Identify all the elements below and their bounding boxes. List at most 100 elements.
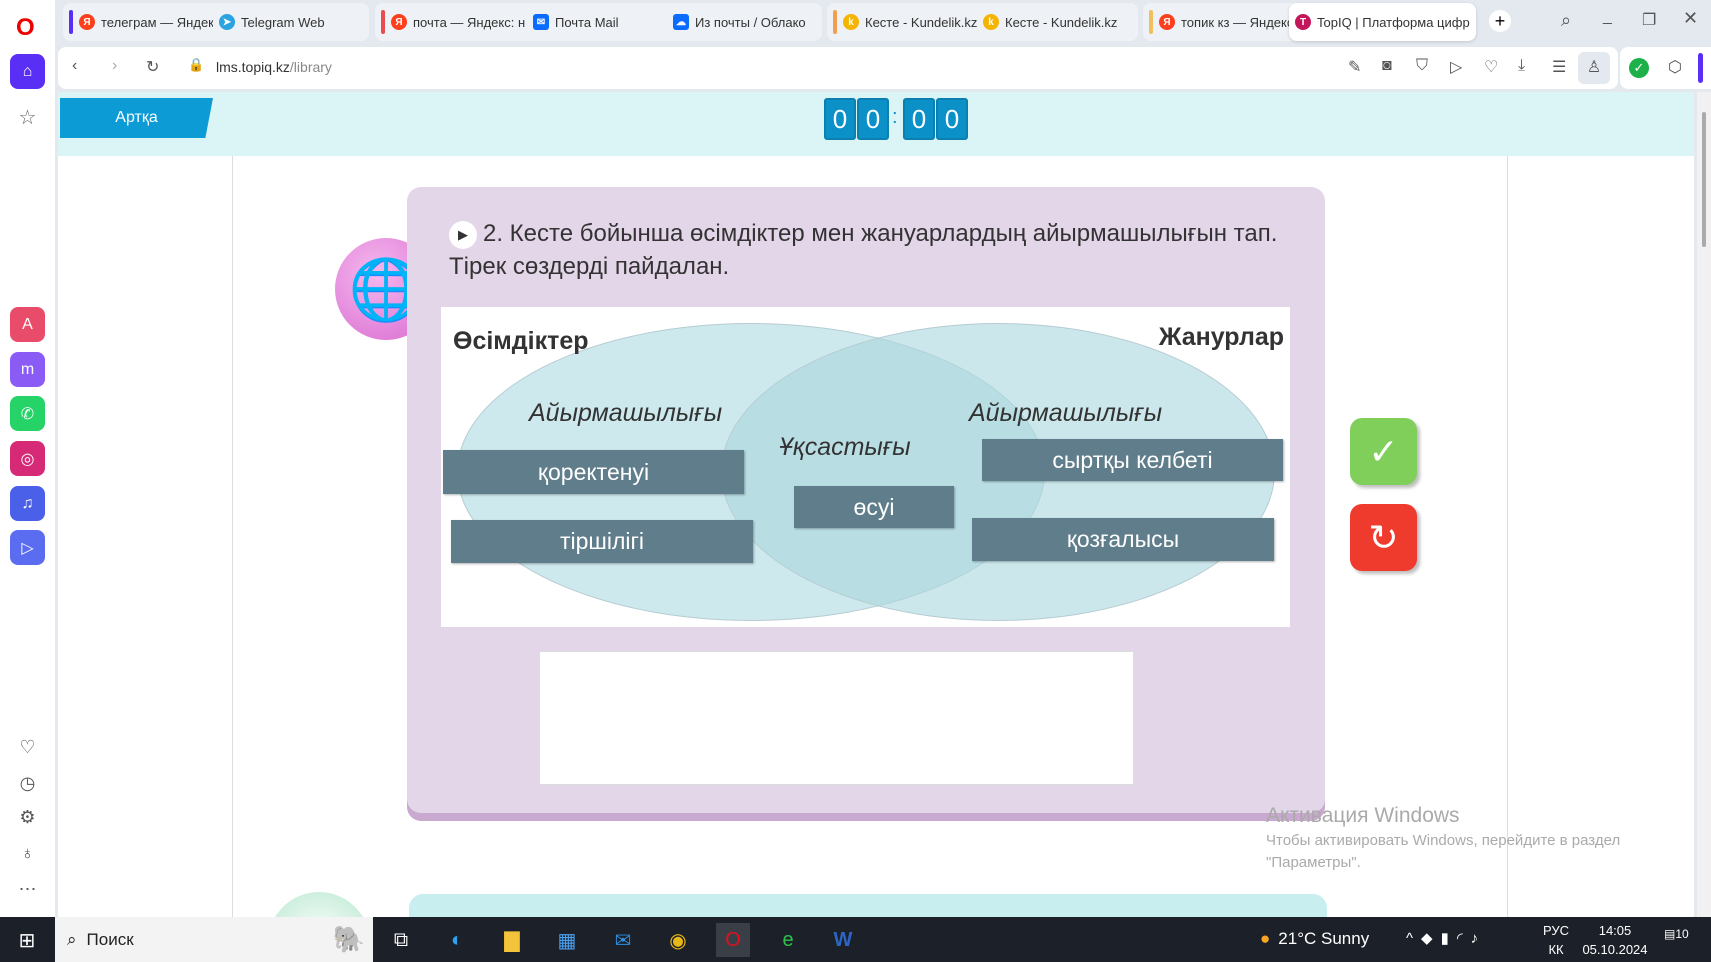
opera-icon[interactable]: O [716, 923, 750, 957]
check-button[interactable]: ✓ [1350, 418, 1417, 485]
tab[interactable]: ☁Из почты / Облако [667, 3, 817, 41]
task-view-icon[interactable]: ⧉ [393, 928, 409, 951]
mail-icon[interactable]: ✉ [614, 929, 632, 952]
question-label: 2. Кесте бойынша өсімдіктер мен жануарла… [449, 220, 1278, 280]
explorer-icon[interactable]: ▇ [504, 929, 520, 952]
animals-title: Жанурлар [1158, 323, 1284, 351]
edge-icon[interactable]: ◐ [450, 928, 464, 951]
weather-widget[interactable]: ●21°C Sunny [1260, 929, 1369, 949]
mail-icon: ✉ [533, 14, 549, 30]
taskbar-search[interactable]: ⌕ Поиск 🐘 [55, 917, 373, 962]
search-icon: ⌕ [67, 929, 77, 949]
cloud-icon: ☁ [673, 14, 689, 30]
header: Артқа 0 0 : 0 0 [58, 92, 1694, 156]
menu-icon[interactable]: ☰ [1552, 59, 1567, 76]
date: 05.10.2024 [1582, 942, 1648, 957]
right-difference-label: Айырмашылығы [969, 399, 1163, 427]
heart-icon[interactable]: ♡ [19, 737, 36, 757]
instagram-icon[interactable]: ◎ [10, 441, 45, 476]
topiq-icon: T [1295, 14, 1311, 30]
lang-line1: РУС [1543, 923, 1570, 938]
venn-diagram: Өсімдіктер Жанурлар Айырмашылығы Ұқсасты… [441, 307, 1290, 627]
opera-logo-icon[interactable]: O [16, 14, 35, 41]
home-icon[interactable]: ⌂ [10, 54, 45, 89]
music-icon[interactable]: ♫ [10, 486, 45, 521]
reset-button[interactable]: ↻ [1350, 504, 1417, 571]
profile-icon[interactable]: ♙ [1578, 52, 1610, 84]
send-icon[interactable]: ▷ [1450, 59, 1463, 76]
history-icon[interactable]: ◷ [19, 773, 36, 793]
aria-icon[interactable]: A [10, 307, 45, 342]
e-icon[interactable]: e [782, 928, 794, 951]
windows-start-icon[interactable]: ⊞ [18, 929, 36, 952]
messenger-icon[interactable]: m [10, 352, 45, 387]
tips-icon[interactable]: ♁ [20, 843, 35, 863]
kundelik-icon: k [843, 14, 859, 30]
telegram-icon: ➤ [219, 14, 235, 30]
elephant-icon: 🐘 [332, 924, 365, 954]
download-icon[interactable]: ⤓ [1518, 57, 1526, 74]
tray-icons[interactable]: ^◆▮◜♪ [1406, 930, 1487, 947]
minimize-button[interactable]: _ [1603, 8, 1612, 25]
word-card[interactable]: сыртқы келбеті [982, 439, 1283, 481]
whatsapp-icon[interactable]: ✆ [10, 396, 45, 431]
next-task-card [409, 894, 1327, 917]
back-icon[interactable]: ‹ [72, 57, 78, 74]
more-icon[interactable]: ⋯ [18, 879, 37, 899]
restore-button[interactable]: ❐ [1642, 12, 1657, 29]
timer-digit: 0 [857, 98, 889, 140]
word-card[interactable]: өсуі [794, 486, 954, 528]
heart-icon[interactable]: ♡ [1484, 59, 1499, 76]
taskbar: ⊞ ⌕Поиск🐘 ⧉ ◐ ▇ ▦ ✉ ◉ O e W ●21°C Sunny … [0, 917, 1711, 962]
language-indicator[interactable]: РУС КК [1543, 921, 1569, 959]
tab[interactable]: ➤Telegram Web [213, 3, 363, 41]
chrome-icon[interactable]: ◉ [669, 929, 687, 952]
scrollbar[interactable] [1697, 92, 1711, 917]
url-domain: lms.topiq.kz [216, 59, 290, 75]
player-icon[interactable]: ▷ [10, 530, 45, 565]
edit-icon[interactable]: ✎ [1348, 59, 1362, 76]
word-card[interactable]: тіршілігі [451, 520, 753, 563]
search-placeholder: Поиск [86, 929, 134, 949]
word-card[interactable]: қоректенуі [443, 450, 744, 494]
url-path: /library [289, 59, 332, 75]
vpn-check-icon[interactable]: ✓ [1629, 58, 1649, 78]
lock-icon: 🔒 [188, 57, 205, 72]
new-tab-button[interactable]: + [1489, 10, 1511, 32]
word-card[interactable]: қозғалысы [972, 518, 1274, 561]
forward-icon[interactable]: › [112, 57, 118, 74]
word-icon[interactable]: W [833, 928, 853, 951]
search-icon[interactable]: ⌕ [1561, 10, 1572, 30]
timer-colon: : [892, 106, 898, 128]
store-icon[interactable]: ▦ [557, 929, 577, 952]
yandex-icon: Я [391, 14, 407, 30]
lang-line2: КК [1548, 942, 1564, 957]
extensions-icon[interactable]: ⬡ [1668, 59, 1682, 76]
answer-drop-area[interactable] [539, 651, 1134, 785]
notifications-icon[interactable]: ▤10 [1664, 927, 1689, 941]
tab-label: телеграм — Яндекс [101, 14, 213, 30]
reload-icon[interactable]: ↻ [146, 59, 160, 76]
camera-icon[interactable]: ◙ [1382, 57, 1392, 74]
settings-icon[interactable]: ⚙ [19, 807, 36, 827]
tab-label: Почта Mail [555, 14, 619, 30]
plants-title: Өсімдіктер [453, 327, 589, 355]
back-button[interactable]: Артқа [60, 98, 213, 138]
tab[interactable]: ✉ Почта Mail [527, 3, 667, 41]
tab-label: Кесте - Kundelik.kz [1005, 14, 1118, 30]
star-icon[interactable]: ☆ [18, 107, 37, 129]
close-button[interactable]: ✕ [1683, 8, 1699, 28]
address-bar: ‹ › ↻ 🔒 lms.topiq.kz/library ✎ ◙ ⛉ ▷ ♡ ⤓… [58, 47, 1618, 89]
notification-count: 10 [1675, 927, 1689, 941]
url-field[interactable]: lms.topiq.kz/library [216, 59, 332, 75]
play-audio-button[interactable]: ▶ [449, 220, 477, 249]
shield-icon[interactable]: ⛉ [1416, 57, 1429, 74]
